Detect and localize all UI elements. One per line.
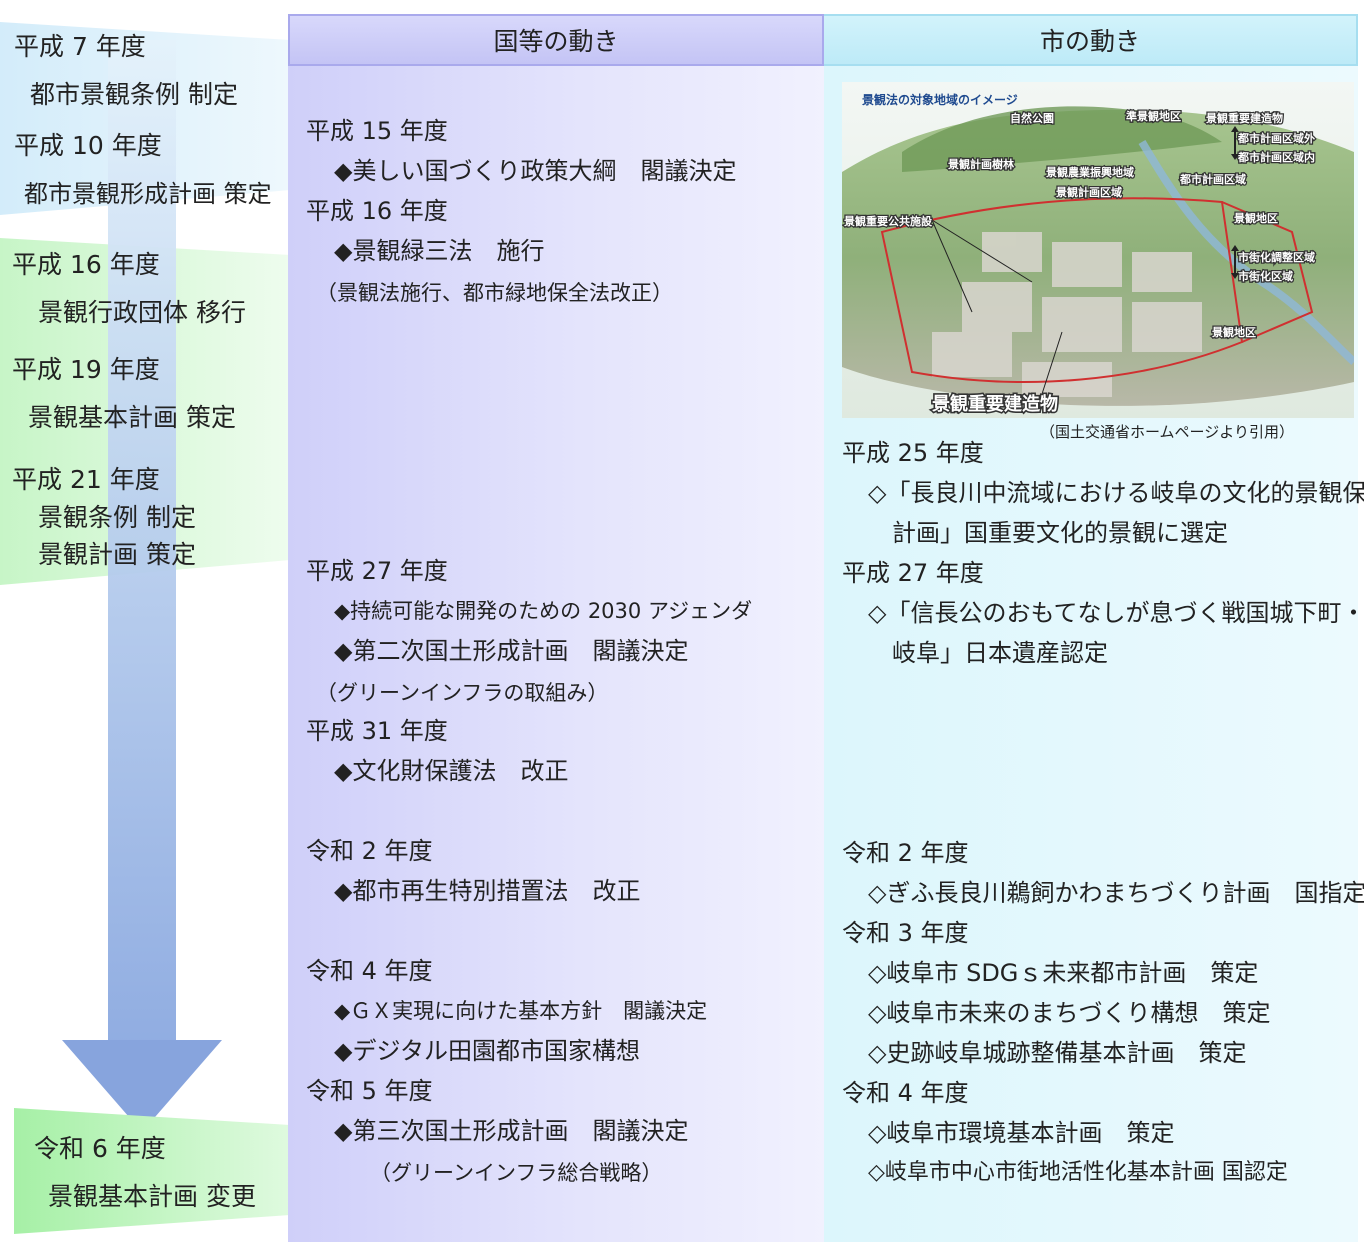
national-year: 平成 15 年度 (306, 117, 448, 145)
left-year: 平成 7 年度 (14, 32, 146, 61)
national-item: ◆文化財保護法 改正 (334, 757, 569, 785)
map-label: 市街化調整区域 (1238, 250, 1315, 264)
city-item: ◇岐阜市環境基本計画 策定 (868, 1119, 1175, 1147)
city-header-label: 市の動き (1039, 27, 1140, 56)
left-item: 都市景観条例 制定 (30, 80, 238, 109)
city-header: 市の動き (824, 14, 1358, 66)
left-item: 都市景観形成計画 策定 (24, 180, 272, 208)
left-item: 景観行政団体 移行 (38, 298, 246, 327)
map-label: 景観重要建造物 (1205, 111, 1283, 125)
national-item: ◆第三次国土形成計画 閣議決定 (334, 1117, 689, 1145)
left-year: 平成 10 年度 (14, 131, 162, 160)
national-column (288, 66, 824, 1242)
landscape-map-illustration: 景観法の対象地域のイメージ 自然公園 準景観地区 景観重要建造物 都市計画区域外… (842, 82, 1354, 418)
national-year: 令和 4 年度 (306, 957, 433, 985)
national-year: 令和 2 年度 (306, 837, 433, 865)
map-label: 景観農業振興地域 (1045, 165, 1134, 179)
left-year: 令和 6 年度 (34, 1134, 166, 1163)
left-timeline (0, 0, 290, 1242)
left-year: 平成 16 年度 (12, 250, 160, 279)
national-item: ◆持続可能な開発のための 2030 アジェンダ (334, 599, 753, 623)
national-header: 国等の動き (288, 14, 824, 66)
map-label: 都市計画区域内 (1237, 150, 1315, 164)
city-year: 令和 3 年度 (842, 919, 969, 947)
map-caption: （国土交通省ホームページより引用） (1040, 423, 1294, 441)
national-item: ◆景観緑三法 施行 (334, 237, 545, 265)
city-year: 平成 25 年度 (842, 439, 984, 467)
city-item: ◇「信長公のおもてなしが息づく戦国城下町・ (868, 599, 1364, 627)
map-label: 自然公園 (1010, 111, 1054, 125)
map-label: 景観地区 (1211, 325, 1256, 339)
national-note: （グリーンインフラの取組み） (316, 681, 609, 705)
left-year: 平成 19 年度 (12, 355, 160, 384)
city-item: ◇岐阜市中心市街地活性化基本計画 国認定 (868, 1160, 1288, 1185)
map-label: 景観計画樹林 (947, 157, 1014, 171)
national-year: 平成 31 年度 (306, 717, 448, 745)
national-item: ◆美しい国づくり政策大綱 閣議決定 (334, 157, 737, 185)
national-header-label: 国等の動き (493, 27, 619, 56)
city-item: ◇「長良川中流域における岐阜の文化的景観保存 (868, 479, 1364, 507)
map-label: 準景観地区 (1126, 109, 1181, 123)
city-year: 令和 2 年度 (842, 839, 969, 867)
map-title: 景観法の対象地域のイメージ (862, 92, 1018, 107)
national-item: ◆都市再生特別措置法 改正 (334, 877, 641, 905)
map-label: 景観地区 (1233, 211, 1278, 225)
city-year: 平成 27 年度 (842, 559, 984, 587)
city-item: 計画」国重要文化的景観に選定 (868, 519, 1228, 547)
city-item: ◇岐阜市未来のまちづくり構想 策定 (868, 999, 1271, 1027)
city-item: ◇岐阜市 SDGｓ未来都市計画 策定 (868, 959, 1259, 987)
national-year: 令和 5 年度 (306, 1077, 433, 1105)
timeline-arrow (0, 22, 290, 1234)
national-item: ◆デジタル田園都市国家構想 (334, 1037, 640, 1065)
map-label: 景観重要公共施設 (843, 214, 933, 228)
left-item: 景観基本計画 策定 (28, 403, 236, 432)
left-item: 景観条例 制定 (38, 503, 196, 532)
left-year: 平成 21 年度 (12, 465, 160, 494)
national-year: 平成 16 年度 (306, 197, 448, 225)
left-item: 景観基本計画 変更 (48, 1182, 256, 1211)
city-item: ◇史跡岐阜城跡整備基本計画 策定 (868, 1039, 1247, 1067)
map-label: 景観計画区域 (1055, 185, 1122, 199)
national-item: ◆ＧＸ実現に向けた基本方針 閣議決定 (334, 999, 708, 1023)
map-label: 市街化区域 (1238, 269, 1293, 283)
national-year: 平成 27 年度 (306, 557, 448, 585)
city-item: ◇ぎふ長良川鵜飼かわまちづくり計画 国指定 (868, 879, 1364, 907)
city-item: 岐阜」日本遺産認定 (868, 639, 1108, 667)
map-label: 景観重要建造物 (932, 393, 1058, 415)
national-item: ◆第二次国土形成計画 閣議決定 (334, 637, 689, 665)
city-year: 令和 4 年度 (842, 1079, 969, 1107)
national-note: （景観法施行、都市緑地保全法改正） (316, 281, 673, 305)
national-note: （グリーンインフラ総合戦略） (370, 1161, 663, 1185)
map-label: 都市計画区域 (1179, 172, 1246, 186)
map-label: 都市計画区域外 (1237, 131, 1315, 145)
left-item: 景観計画 策定 (38, 540, 196, 569)
